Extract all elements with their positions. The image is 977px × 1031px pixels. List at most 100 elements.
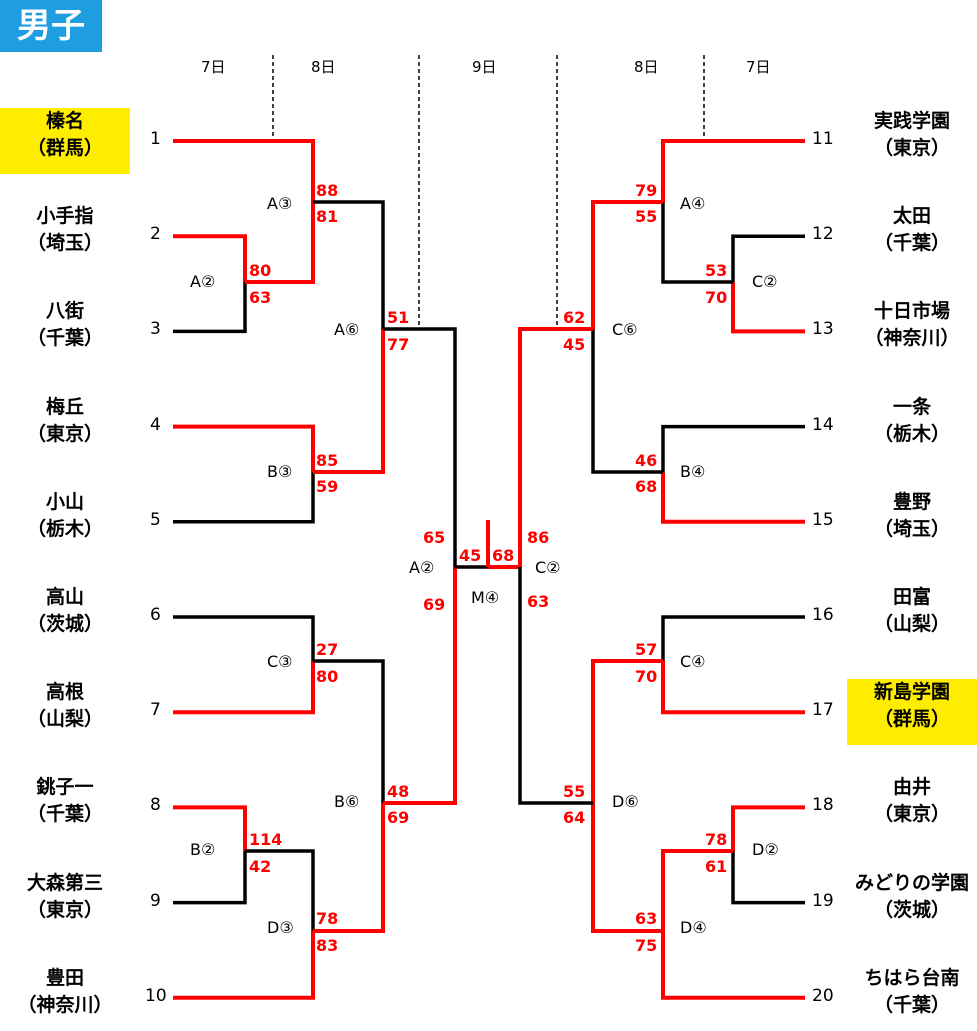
seed-number: 11 <box>812 129 834 149</box>
score-top: 27 <box>316 640 338 659</box>
team-name: 新島学園 <box>873 681 950 704</box>
score-top: 78 <box>316 909 338 928</box>
team-name: 銚子一 <box>36 776 94 799</box>
bracket-line <box>313 803 385 933</box>
score-bottom: 42 <box>249 857 271 876</box>
team-entry: 田富（山梨） <box>847 584 977 650</box>
team-entry: 小山（栃木） <box>0 489 130 555</box>
team-prefecture: （千葉） <box>26 327 103 350</box>
team-entry: 実践学園 （東京） <box>847 108 977 174</box>
team-name: 田富 <box>892 586 931 608</box>
team-name: 八街 <box>45 300 84 323</box>
team-entry: 梅丘（東京） <box>0 394 130 460</box>
bracket-line <box>173 424 315 472</box>
bracket-line <box>661 931 805 1000</box>
score-bottom: 64 <box>563 808 585 827</box>
bracket-line <box>173 805 247 851</box>
score-bottom: 55 <box>635 207 657 226</box>
seed-number: 2 <box>150 224 161 245</box>
bracket-line <box>661 424 805 472</box>
team-prefecture: （茨城） <box>26 613 103 635</box>
team-entry: 高山（茨城） <box>0 584 130 650</box>
bracket-line <box>591 803 663 933</box>
score-bottom: 63 <box>527 592 549 611</box>
score-top: 85 <box>316 451 338 470</box>
score-top: 86 <box>527 528 549 547</box>
team-entry: ちはら台南（千葉） <box>847 965 977 1031</box>
match-label: C② <box>752 272 778 291</box>
match-label: A② <box>409 558 435 577</box>
team-name: 実践学園 <box>873 110 950 132</box>
team-prefecture: （千葉） <box>26 803 103 826</box>
day-label-right-1: 7日 <box>746 58 771 76</box>
team-prefecture: （神奈川） <box>864 327 960 350</box>
bracket-line <box>173 931 315 1000</box>
team-entry: 豊田（神奈川） <box>0 965 130 1031</box>
day-label-right-2: 8日 <box>634 58 659 76</box>
team-entry: 新島学園 （群馬） <box>847 679 977 746</box>
seed-number: 14 <box>812 414 834 435</box>
team-entry: 豊野（埼玉） <box>847 489 977 555</box>
match-label: A④ <box>680 194 706 213</box>
team-name: みどりの学園 <box>854 871 969 894</box>
day-label-left-1: 7日 <box>201 58 226 76</box>
match-label: A② <box>190 272 216 291</box>
score-top: 51 <box>387 308 409 327</box>
bracket-line <box>383 567 457 805</box>
seed-number: 1 <box>150 129 161 149</box>
match-label: A③ <box>267 194 293 213</box>
team-entry: 一条（栃木） <box>847 394 977 460</box>
seed-number: 10 <box>145 985 167 1006</box>
score-bottom: 61 <box>705 857 727 876</box>
score-bottom: 69 <box>387 808 409 827</box>
score-top: 55 <box>563 782 585 801</box>
score-bottom: 80 <box>316 667 338 686</box>
bracket-line <box>173 282 247 334</box>
team-prefecture: （茨城） <box>873 898 950 921</box>
match-label: C④ <box>680 652 706 671</box>
team-name: 小山 <box>45 490 84 513</box>
bracket-line <box>661 202 733 284</box>
team-entry: 小手指（埼玉） <box>0 203 130 269</box>
score-top: 88 <box>316 181 338 200</box>
score-bottom: 68 <box>635 477 657 496</box>
team-name: 太田 <box>892 205 931 228</box>
score-bottom: 45 <box>563 335 585 354</box>
score-top: 53 <box>705 261 727 280</box>
score-top: 62 <box>563 308 585 327</box>
bracket-line <box>173 472 315 524</box>
match-label: C③ <box>267 652 293 671</box>
bracket-line <box>245 849 315 931</box>
team-prefecture: （群馬） <box>873 708 950 731</box>
match-label: B④ <box>680 462 706 481</box>
team-prefecture: （埼玉） <box>26 232 103 255</box>
seed-number: 6 <box>150 605 161 625</box>
seed-number: 15 <box>812 509 834 530</box>
bracket-line <box>173 615 315 661</box>
day-label-left-2: 8日 <box>311 58 336 76</box>
team-prefecture: （千葉） <box>873 232 950 255</box>
team-name: 梅丘 <box>45 395 84 418</box>
bracket-line <box>731 851 805 905</box>
bracket-line <box>383 327 457 567</box>
team-prefecture: （埼玉） <box>873 517 950 540</box>
bracket-line <box>591 200 663 329</box>
match-label: B⑥ <box>334 792 360 811</box>
team-prefecture: （東京） <box>873 803 950 826</box>
team-entry: 八街 （千葉） <box>0 298 130 364</box>
bracket-line <box>313 659 385 803</box>
team-name: 豊田 <box>45 966 84 989</box>
bracket-line <box>661 472 805 524</box>
score-bottom: 70 <box>635 667 657 686</box>
team-entry: 由井（東京） <box>847 774 977 840</box>
team-prefecture: （東京） <box>873 137 950 159</box>
team-entry: 高根（山梨） <box>0 679 130 745</box>
bracket-line <box>661 139 805 202</box>
bracket-line <box>591 659 663 803</box>
team-entry: 大森第三（東京） <box>0 870 130 936</box>
team-entry: 銚子一 （千葉） <box>0 774 130 840</box>
seed-number: 3 <box>150 319 161 340</box>
seed-number: 4 <box>150 414 161 435</box>
score-bottom: 70 <box>705 288 727 307</box>
score-top: 48 <box>387 782 409 801</box>
